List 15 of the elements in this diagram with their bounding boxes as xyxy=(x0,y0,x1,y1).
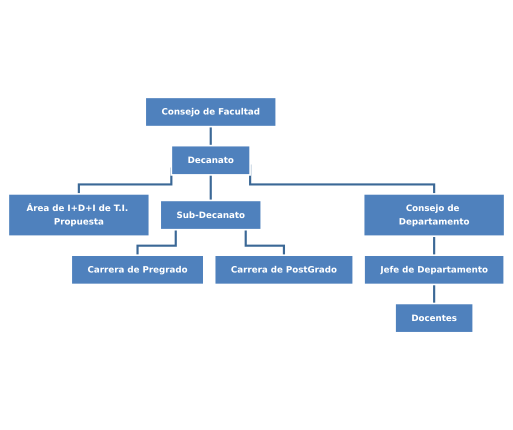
connector xyxy=(244,230,286,256)
connector xyxy=(136,230,177,256)
node-box: Sub-Decanato xyxy=(159,200,262,230)
node-box: Consejo de Departamento xyxy=(362,193,506,237)
node-box: Consejo de Facultad xyxy=(144,96,278,128)
connector xyxy=(433,284,436,304)
connector xyxy=(210,174,212,202)
connector xyxy=(433,236,436,256)
connector xyxy=(210,126,212,147)
node-box: Jefe de Departamento xyxy=(363,254,506,286)
node-box: Carrera de Pregrado xyxy=(70,254,205,286)
node-box: Carrera de PostGrado xyxy=(214,254,354,286)
node-box: Decanato xyxy=(170,144,251,176)
node-box: Área de I+D+I de T.I. Propuesta xyxy=(8,193,150,237)
node-box: Docentes xyxy=(394,302,474,334)
